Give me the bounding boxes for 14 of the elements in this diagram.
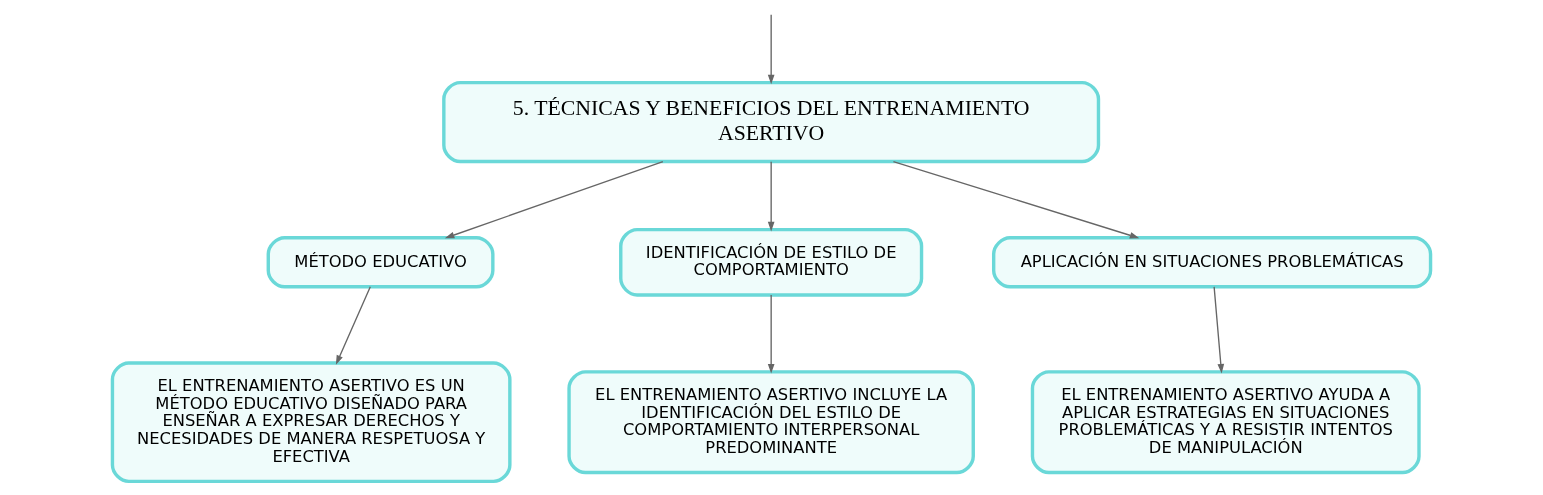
node-box: 5. TÉCNICAS Y BENEFICIOS DEL ENTRENAMIENTO ASERTIVO [442,80,1101,164]
node-box: EL ENTRENAMIENTO ASERTIVO AYUDA A APLICAR ESTRATEGIAS EN SITUACIONES PROBLEMÁTICAS Y A RESISTIR INTENTOS DE MANIPULACIÓN [1030,370,1421,475]
arrow [444,160,664,239]
node-box: EL ENTRENAMIENTO ASERTIVO INCLUYE LA IDENTIFICACIÓN DEL ESTILO DE COMPORTAMIENTO INTERPERSONAL PREDOMINANTE [567,370,975,475]
node-box: APLICACIÓN EN SITUACIONES PROBLEMÁTICAS [991,236,1433,289]
arrow [767,161,775,232]
arrow [767,14,775,85]
node-box: MÉTODO EDUCATIVO [266,236,495,289]
arrow [335,286,371,365]
node-box: IDENTIFICACIÓN DE ESTILO DE COMPORTAMIENTO [619,227,924,297]
arrow [767,294,775,374]
arrow [892,160,1140,239]
node-box: EL ENTRENAMIENTO ASERTIVO ES UN MÉTODO EDUCATIVO DISEÑADO PARA ENSEÑAR A EXPRESAR DERECHOS Y NECESIDADES DE MANERA RESPETUOSA Y EFECTIVA [110,361,512,484]
arrow [1213,286,1225,374]
